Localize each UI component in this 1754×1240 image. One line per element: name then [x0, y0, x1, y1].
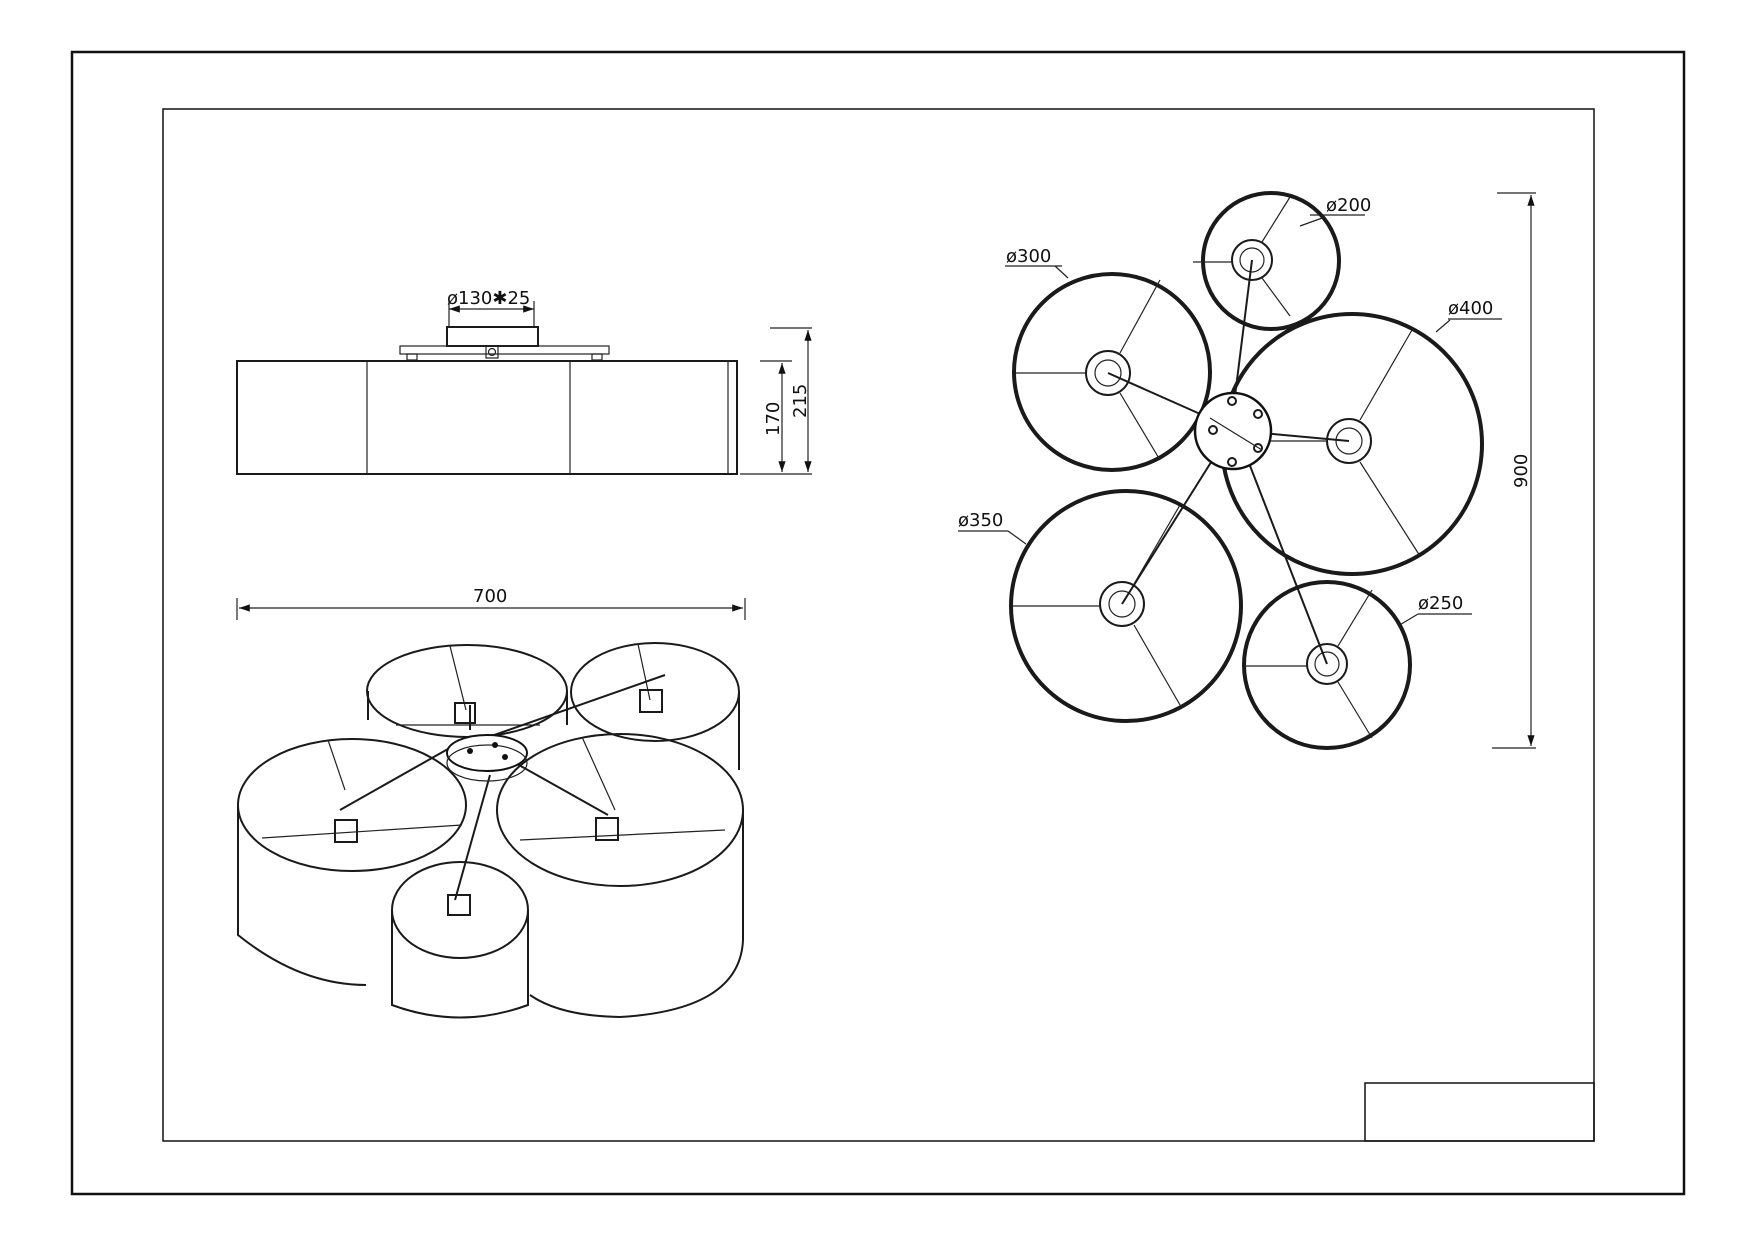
label-d350: ø350: [958, 510, 1003, 531]
shade-left: [237, 738, 467, 986]
outer-frame: [70, 50, 1686, 1196]
shade-body: [236, 360, 738, 475]
label-d250: ø250: [1418, 593, 1463, 614]
perspective-view: 700: [236, 586, 746, 1019]
top-view: ø200 ø300 ø400 ø350 ø250 900: [958, 191, 1536, 750]
canopy: [446, 326, 539, 347]
side-view: ø130✱25 170 215: [236, 288, 812, 475]
label-d400: ø400: [1448, 298, 1493, 319]
label-d200: ø200: [1326, 195, 1371, 216]
top-shade-300: [1012, 272, 1212, 472]
height-total-label: 215: [790, 384, 811, 418]
top-shade-350: [1009, 489, 1243, 723]
inner-frame: [162, 108, 1595, 1142]
top-shade-200: [1193, 191, 1341, 331]
width-dimension-label: 700: [473, 586, 507, 607]
sockets: [334, 689, 663, 916]
title-block: [1364, 1082, 1595, 1142]
label-d300: ø300: [1006, 246, 1051, 267]
shade-back-right: [570, 642, 740, 770]
top-hub: [1193, 391, 1273, 471]
shade-front: [391, 861, 529, 1019]
arms: [339, 674, 666, 901]
height-inner-label: 170: [763, 402, 784, 436]
shade-right: [496, 733, 744, 1019]
canopy-dimension-label: ø130✱25: [447, 288, 530, 309]
mount-plate: [399, 345, 610, 355]
overall-dimension-label: 900: [1511, 454, 1532, 488]
top-shade-250: [1242, 580, 1412, 750]
hub: [446, 734, 528, 772]
